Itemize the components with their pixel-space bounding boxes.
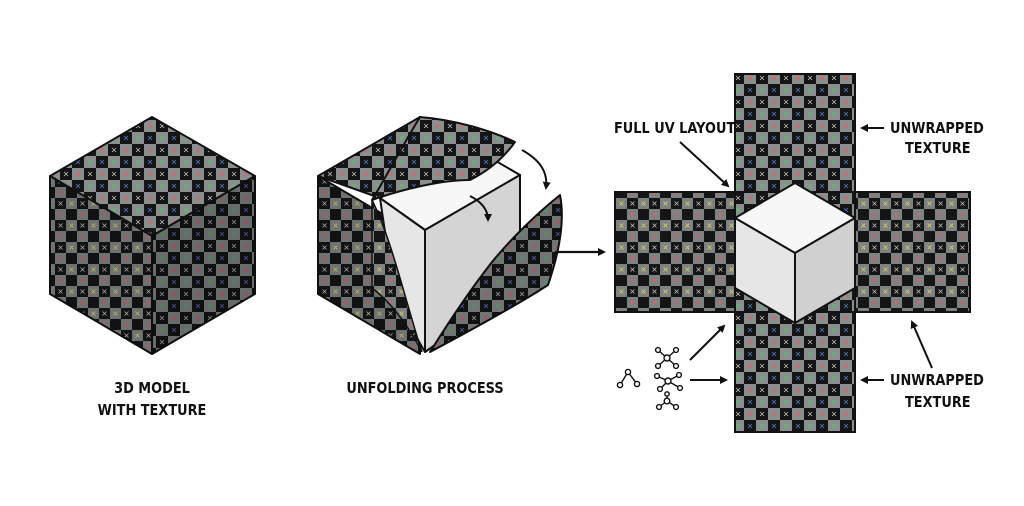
center-cube-right: [794, 217, 856, 324]
peeling-flap-right: [429, 194, 563, 353]
peeling-flap-top: [371, 116, 516, 201]
full-uv-arrow: [679, 141, 730, 188]
unfold-arrow-curl-top: [521, 149, 551, 190]
graph-arrow-up: [689, 324, 726, 361]
unfolding-label: UNFOLDING PROCESS: [346, 379, 504, 397]
model-label-line2: WITH TEXTURE: [97, 401, 207, 419]
unwrapped-bottom-label-line2: TEXTURE: [905, 393, 971, 411]
uv-face-bottom: [734, 311, 856, 433]
full-uv-label: FULL UV LAYOUT: [614, 119, 736, 137]
node-graph-large-icon: [654, 346, 680, 370]
node-graph-bottom-icon: [655, 391, 680, 411]
node-graph-medium-icon: [653, 371, 684, 393]
unwrapped-top-label-line2: TEXTURE: [905, 139, 971, 157]
unwrapped-bottom-label-line1: UNWRAPPED: [890, 371, 984, 389]
peeling-flap-left: [371, 199, 423, 353]
unfolding-cube: [317, 116, 563, 355]
uv-face-top: [734, 73, 856, 193]
uv-face-left: [614, 191, 736, 313]
uv-layout-cross: [614, 73, 971, 433]
model-label-line1: 3D MODEL: [114, 379, 190, 397]
unfold-arrow-curl-mid: [469, 195, 492, 222]
node-graph-small-icon: [616, 368, 641, 389]
textured-cube: [49, 116, 256, 355]
uv-face-right: [854, 191, 971, 313]
unwrapped-top-label-line1: UNWRAPPED: [890, 119, 984, 137]
unwrapped-bottom-arrow: [910, 320, 933, 369]
textured-cube-right: [151, 175, 256, 355]
